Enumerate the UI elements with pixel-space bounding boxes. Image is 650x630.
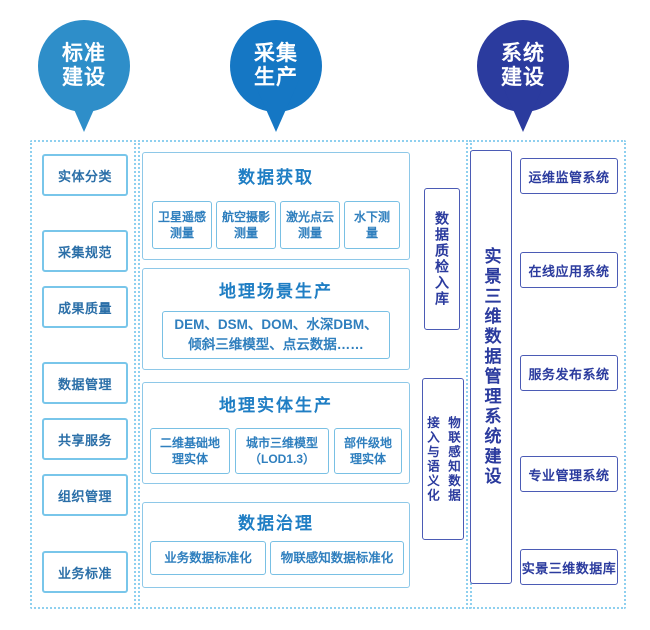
system-item-3d-database[interactable]: 实景三维数据库 bbox=[520, 549, 618, 585]
system-item-professional-management[interactable]: 专业管理系统 bbox=[520, 456, 618, 492]
label: 服务发布系统 bbox=[528, 366, 610, 382]
pin-standards-label: 标准 建设 bbox=[38, 20, 130, 112]
label: 运维监管系统 bbox=[528, 169, 610, 185]
pin-tail bbox=[253, 80, 299, 132]
label: 实景三维数据管理系统建设 bbox=[481, 247, 501, 487]
label: 成果质量 bbox=[57, 300, 112, 316]
chip-2d-base-geo-entity[interactable]: 二维基础地理实体 bbox=[150, 428, 230, 474]
label: 专业管理系统 bbox=[528, 467, 610, 483]
center-system-box[interactable]: 实景三维数据管理系统建设 bbox=[470, 150, 512, 584]
label: 二维基础地理实体 bbox=[159, 435, 220, 466]
standards-item-shared-service[interactable]: 共享服务 bbox=[42, 418, 128, 460]
label: DEM、DSM、DOM、水深DBM、 倾斜三维模型、点云数据…… bbox=[174, 317, 378, 352]
pin-collection: 采集 生产 bbox=[230, 20, 322, 132]
vbox-iot-columns: 物联感知数据 接入与语义化 bbox=[423, 416, 463, 503]
label: 组织管理 bbox=[57, 488, 112, 504]
label: 城市三维模型（LOD1.3） bbox=[245, 435, 318, 466]
panel-geo-scene-production-title: 地理场景生产 bbox=[219, 282, 333, 301]
vbox-iot-left-label: 接入与语义化 bbox=[425, 415, 439, 503]
system-item-service-publishing[interactable]: 服务发布系统 bbox=[520, 355, 618, 391]
pin-system-label: 系统 建设 bbox=[477, 20, 569, 112]
label: 水下测量 bbox=[354, 209, 391, 240]
standards-item-entity-classification[interactable]: 实体分类 bbox=[42, 154, 128, 196]
standards-item-org-management[interactable]: 组织管理 bbox=[42, 474, 128, 516]
standards-item-business-standard[interactable]: 业务标准 bbox=[42, 551, 128, 593]
system-item-ops-monitoring[interactable]: 运维监管系统 bbox=[520, 158, 618, 194]
label: 物联感知数据标准化 bbox=[280, 550, 394, 565]
chip-underwater-survey[interactable]: 水下测量 bbox=[344, 201, 400, 249]
label: 采集规范 bbox=[57, 244, 112, 260]
geo-scene-products[interactable]: DEM、DSM、DOM、水深DBM、 倾斜三维模型、点云数据…… bbox=[162, 311, 390, 359]
label: 卫星遥感测量 bbox=[158, 209, 207, 240]
chip-city-3d-model[interactable]: 城市三维模型（LOD1.3） bbox=[235, 428, 329, 474]
chip-component-geo-entity[interactable]: 部件级地理实体 bbox=[334, 428, 402, 474]
pin-tail bbox=[61, 80, 107, 132]
label: 业务数据标准化 bbox=[164, 550, 252, 565]
label: 部件级地理实体 bbox=[343, 435, 392, 466]
chip-business-data-standardization[interactable]: 业务数据标准化 bbox=[150, 541, 266, 575]
pin-system-line1: 系统 bbox=[501, 41, 545, 65]
standards-item-collection-spec[interactable]: 采集规范 bbox=[42, 230, 128, 272]
panel-geo-entity-production-title: 地理实体生产 bbox=[219, 396, 333, 415]
pin-tail bbox=[500, 80, 546, 132]
pin-collection-line1: 采集 bbox=[254, 41, 298, 65]
label: 在线应用系统 bbox=[528, 263, 610, 279]
chip-satellite-remote-sensing[interactable]: 卫星遥感测量 bbox=[152, 201, 212, 249]
label: 实景三维数据库 bbox=[521, 560, 617, 576]
label: 业务标准 bbox=[57, 565, 112, 581]
label: 激光点云测量 bbox=[286, 209, 335, 240]
label: 共享服务 bbox=[57, 432, 112, 448]
pin-collection-label: 采集 生产 bbox=[230, 20, 322, 112]
vbox-data-quality-check[interactable]: 数据质检入库 bbox=[424, 188, 460, 330]
zone-standards bbox=[30, 140, 140, 609]
vbox-iot-access-semantics[interactable]: 物联感知数据 接入与语义化 bbox=[422, 378, 464, 540]
standards-item-result-quality[interactable]: 成果质量 bbox=[42, 286, 128, 328]
standards-item-data-management[interactable]: 数据管理 bbox=[42, 362, 128, 404]
vbox-iot-right-label: 物联感知数据 bbox=[446, 415, 460, 503]
chip-iot-data-standardization[interactable]: 物联感知数据标准化 bbox=[270, 541, 404, 575]
label: 航空摄影测量 bbox=[222, 209, 271, 240]
chip-aerial-photogrammetry[interactable]: 航空摄影测量 bbox=[216, 201, 276, 249]
panel-data-governance-title: 数据治理 bbox=[238, 514, 314, 533]
pin-system-line2: 建设 bbox=[501, 66, 545, 89]
pin-standards: 标准 建设 bbox=[38, 20, 130, 132]
zone-system bbox=[466, 140, 626, 609]
chip-laser-point-cloud[interactable]: 激光点云测量 bbox=[280, 201, 340, 249]
pin-system: 系统 建设 bbox=[477, 20, 569, 132]
label: 数据管理 bbox=[57, 376, 112, 392]
panel-data-acquisition-title: 数据获取 bbox=[238, 168, 314, 187]
system-item-online-application[interactable]: 在线应用系统 bbox=[520, 252, 618, 288]
pin-standards-line1: 标准 bbox=[62, 41, 106, 65]
label: 数据质检入库 bbox=[434, 211, 450, 307]
pin-standards-line2: 建设 bbox=[62, 66, 106, 89]
label: 实体分类 bbox=[57, 168, 112, 184]
pin-collection-line2: 生产 bbox=[254, 66, 298, 89]
